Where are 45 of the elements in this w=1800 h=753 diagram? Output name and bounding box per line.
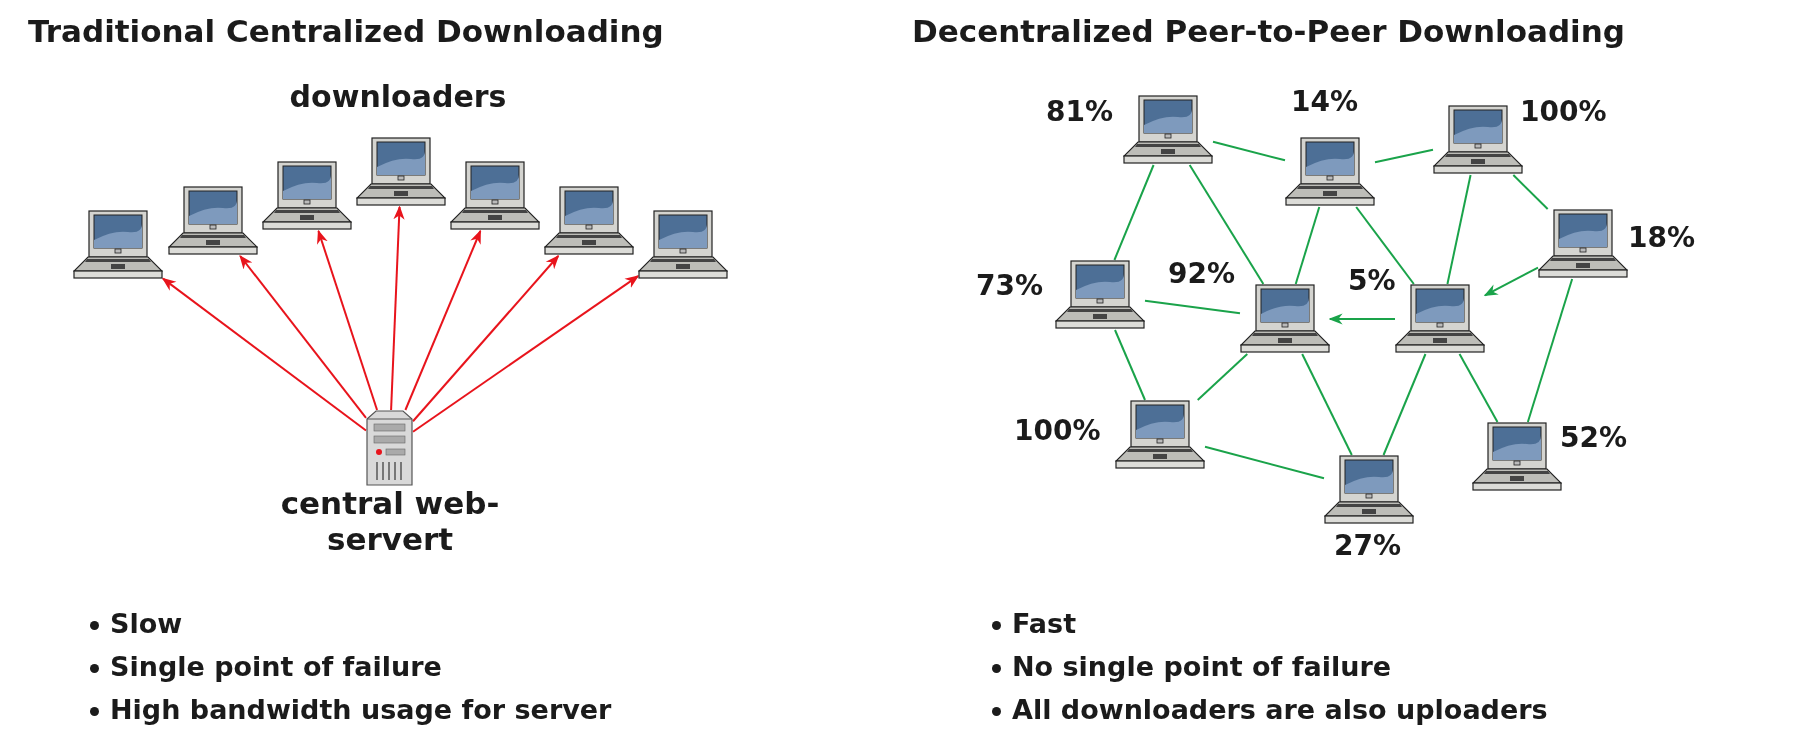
arrow — [412, 254, 560, 423]
connection-line — [1188, 164, 1265, 285]
connection-line — [1294, 206, 1321, 285]
panel-title: Decentralized Peer-to-Peer Downloading — [912, 14, 1625, 50]
percentage-label: 100% — [1014, 415, 1101, 448]
connection-line — [1204, 445, 1325, 480]
percentage-label: 81% — [1046, 96, 1114, 129]
connection-line — [1113, 164, 1155, 261]
arrow — [412, 275, 640, 433]
connection-line — [1301, 353, 1353, 456]
arrow — [1328, 313, 1396, 325]
connection-line — [1512, 174, 1549, 210]
percentage-label: 18% — [1628, 222, 1696, 255]
bullet-text: Single point of failure — [110, 651, 442, 682]
connection-line — [1355, 206, 1415, 285]
connection-line — [1526, 278, 1574, 423]
connection-line — [1114, 329, 1146, 401]
bullet-text: All downloaders are also uploaders — [1012, 694, 1548, 725]
connection-line — [1144, 299, 1241, 315]
arrow — [390, 205, 405, 411]
percentage-label: 14% — [1291, 86, 1359, 119]
arrow — [239, 254, 367, 419]
percentage-label: 100% — [1520, 96, 1607, 129]
arrow — [404, 229, 482, 411]
connection-line — [1374, 148, 1434, 164]
bullet-text: Slow — [110, 608, 183, 639]
arrow — [1483, 266, 1539, 297]
bullet-text: No single point of failure — [1012, 651, 1392, 682]
bullet-text: Fast — [1012, 608, 1077, 639]
percentage-label: 27% — [1334, 530, 1402, 563]
group-label: downloaders — [288, 80, 508, 115]
server-caption: central web-servert — [279, 486, 501, 558]
connection-line — [1458, 353, 1499, 423]
connection-line — [1382, 353, 1427, 456]
percentage-label: 73% — [976, 270, 1044, 303]
percentage-label: 52% — [1560, 422, 1628, 455]
connection-line — [1196, 353, 1249, 401]
connection-line — [1446, 174, 1472, 285]
arrow — [317, 229, 379, 411]
percentage-label: 5% — [1348, 265, 1396, 298]
arrow — [161, 277, 367, 432]
panel-title: Traditional Centralized Downloading — [28, 14, 664, 50]
bullet-text: High bandwidth usage for server — [110, 694, 612, 725]
connection-line — [1212, 140, 1286, 162]
percentage-label: 92% — [1168, 258, 1236, 291]
